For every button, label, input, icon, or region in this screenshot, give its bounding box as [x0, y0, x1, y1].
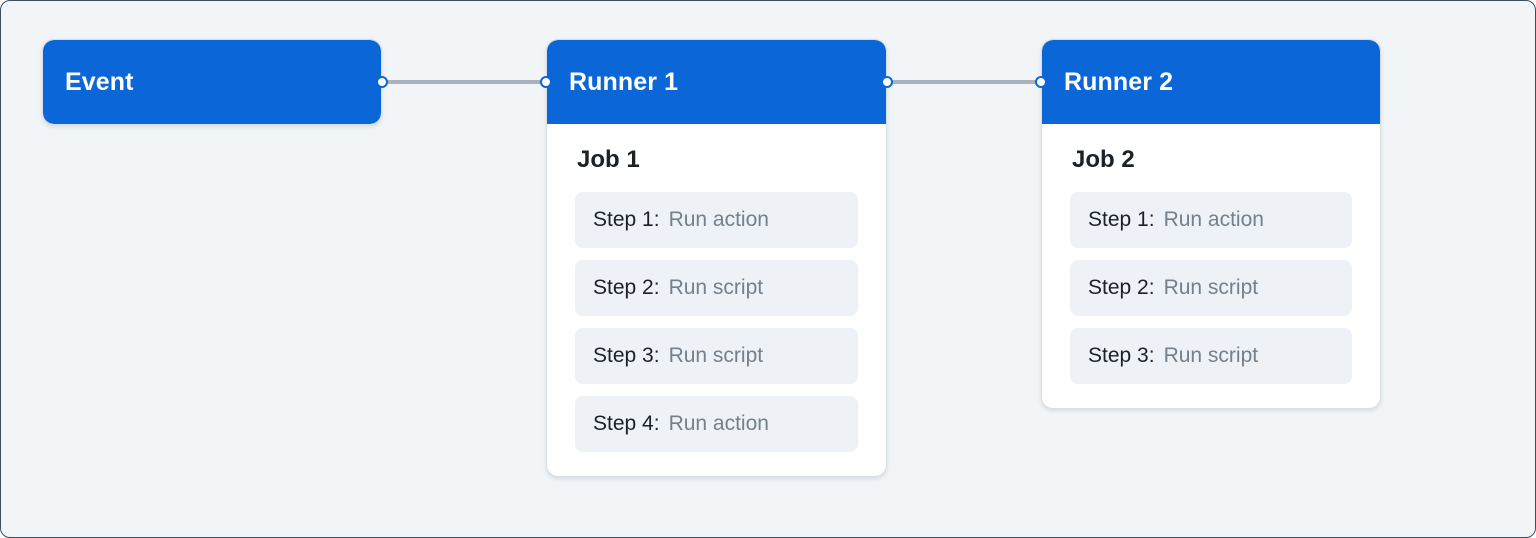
step-label: Step 1:: [593, 208, 660, 231]
node-runner-2-title: Runner 2: [1042, 40, 1380, 124]
step-value: Run action: [668, 412, 769, 435]
node-runner-1-body: Job 1 Step 1: Run action Step 2: Run scr…: [547, 124, 886, 476]
step-item[interactable]: Step 3: Run script: [575, 328, 858, 384]
node-runner-1[interactable]: Runner 1 Job 1 Step 1: Run action Step 2…: [546, 39, 887, 477]
step-value: Run script: [668, 344, 764, 367]
step-list-job-2: Step 1: Run action Step 2: Run script St…: [1070, 192, 1352, 384]
node-event[interactable]: Event: [42, 39, 382, 125]
step-label: Step 3:: [1088, 344, 1155, 367]
step-item[interactable]: Step 4: Run action: [575, 396, 858, 452]
node-runner-1-title: Runner 1: [547, 40, 886, 124]
job-title-2: Job 2: [1072, 146, 1135, 173]
step-value: Run action: [1163, 208, 1264, 231]
edge-runner-1-to-runner-2[interactable]: [889, 80, 1039, 84]
handle-runner-1-target[interactable]: [540, 76, 552, 88]
step-label: Step 3:: [593, 344, 660, 367]
step-label: Step 2:: [1088, 276, 1155, 299]
step-value: Run script: [1163, 344, 1259, 367]
node-runner-2-body: Job 2 Step 1: Run action Step 2: Run scr…: [1042, 124, 1380, 408]
step-item[interactable]: Step 3: Run script: [1070, 328, 1352, 384]
step-item[interactable]: Step 2: Run script: [575, 260, 858, 316]
step-label: Step 2:: [593, 276, 660, 299]
step-label: Step 4:: [593, 412, 660, 435]
step-item[interactable]: Step 2: Run script: [1070, 260, 1352, 316]
handle-runner-2-target[interactable]: [1035, 76, 1047, 88]
step-value: Run script: [1163, 276, 1259, 299]
job-title-1: Job 1: [577, 146, 640, 173]
edge-event-to-runner-1[interactable]: [385, 80, 543, 84]
step-list-job-1: Step 1: Run action Step 2: Run script St…: [575, 192, 858, 452]
handle-runner-1-source[interactable]: [881, 76, 893, 88]
handle-event-source[interactable]: [376, 76, 388, 88]
node-event-title: Event: [43, 40, 381, 124]
step-label: Step 1:: [1088, 208, 1155, 231]
step-item[interactable]: Step 1: Run action: [1070, 192, 1352, 248]
step-value: Run script: [668, 276, 764, 299]
step-item[interactable]: Step 1: Run action: [575, 192, 858, 248]
step-value: Run action: [668, 208, 769, 231]
node-runner-2[interactable]: Runner 2 Job 2 Step 1: Run action Step 2…: [1041, 39, 1381, 409]
